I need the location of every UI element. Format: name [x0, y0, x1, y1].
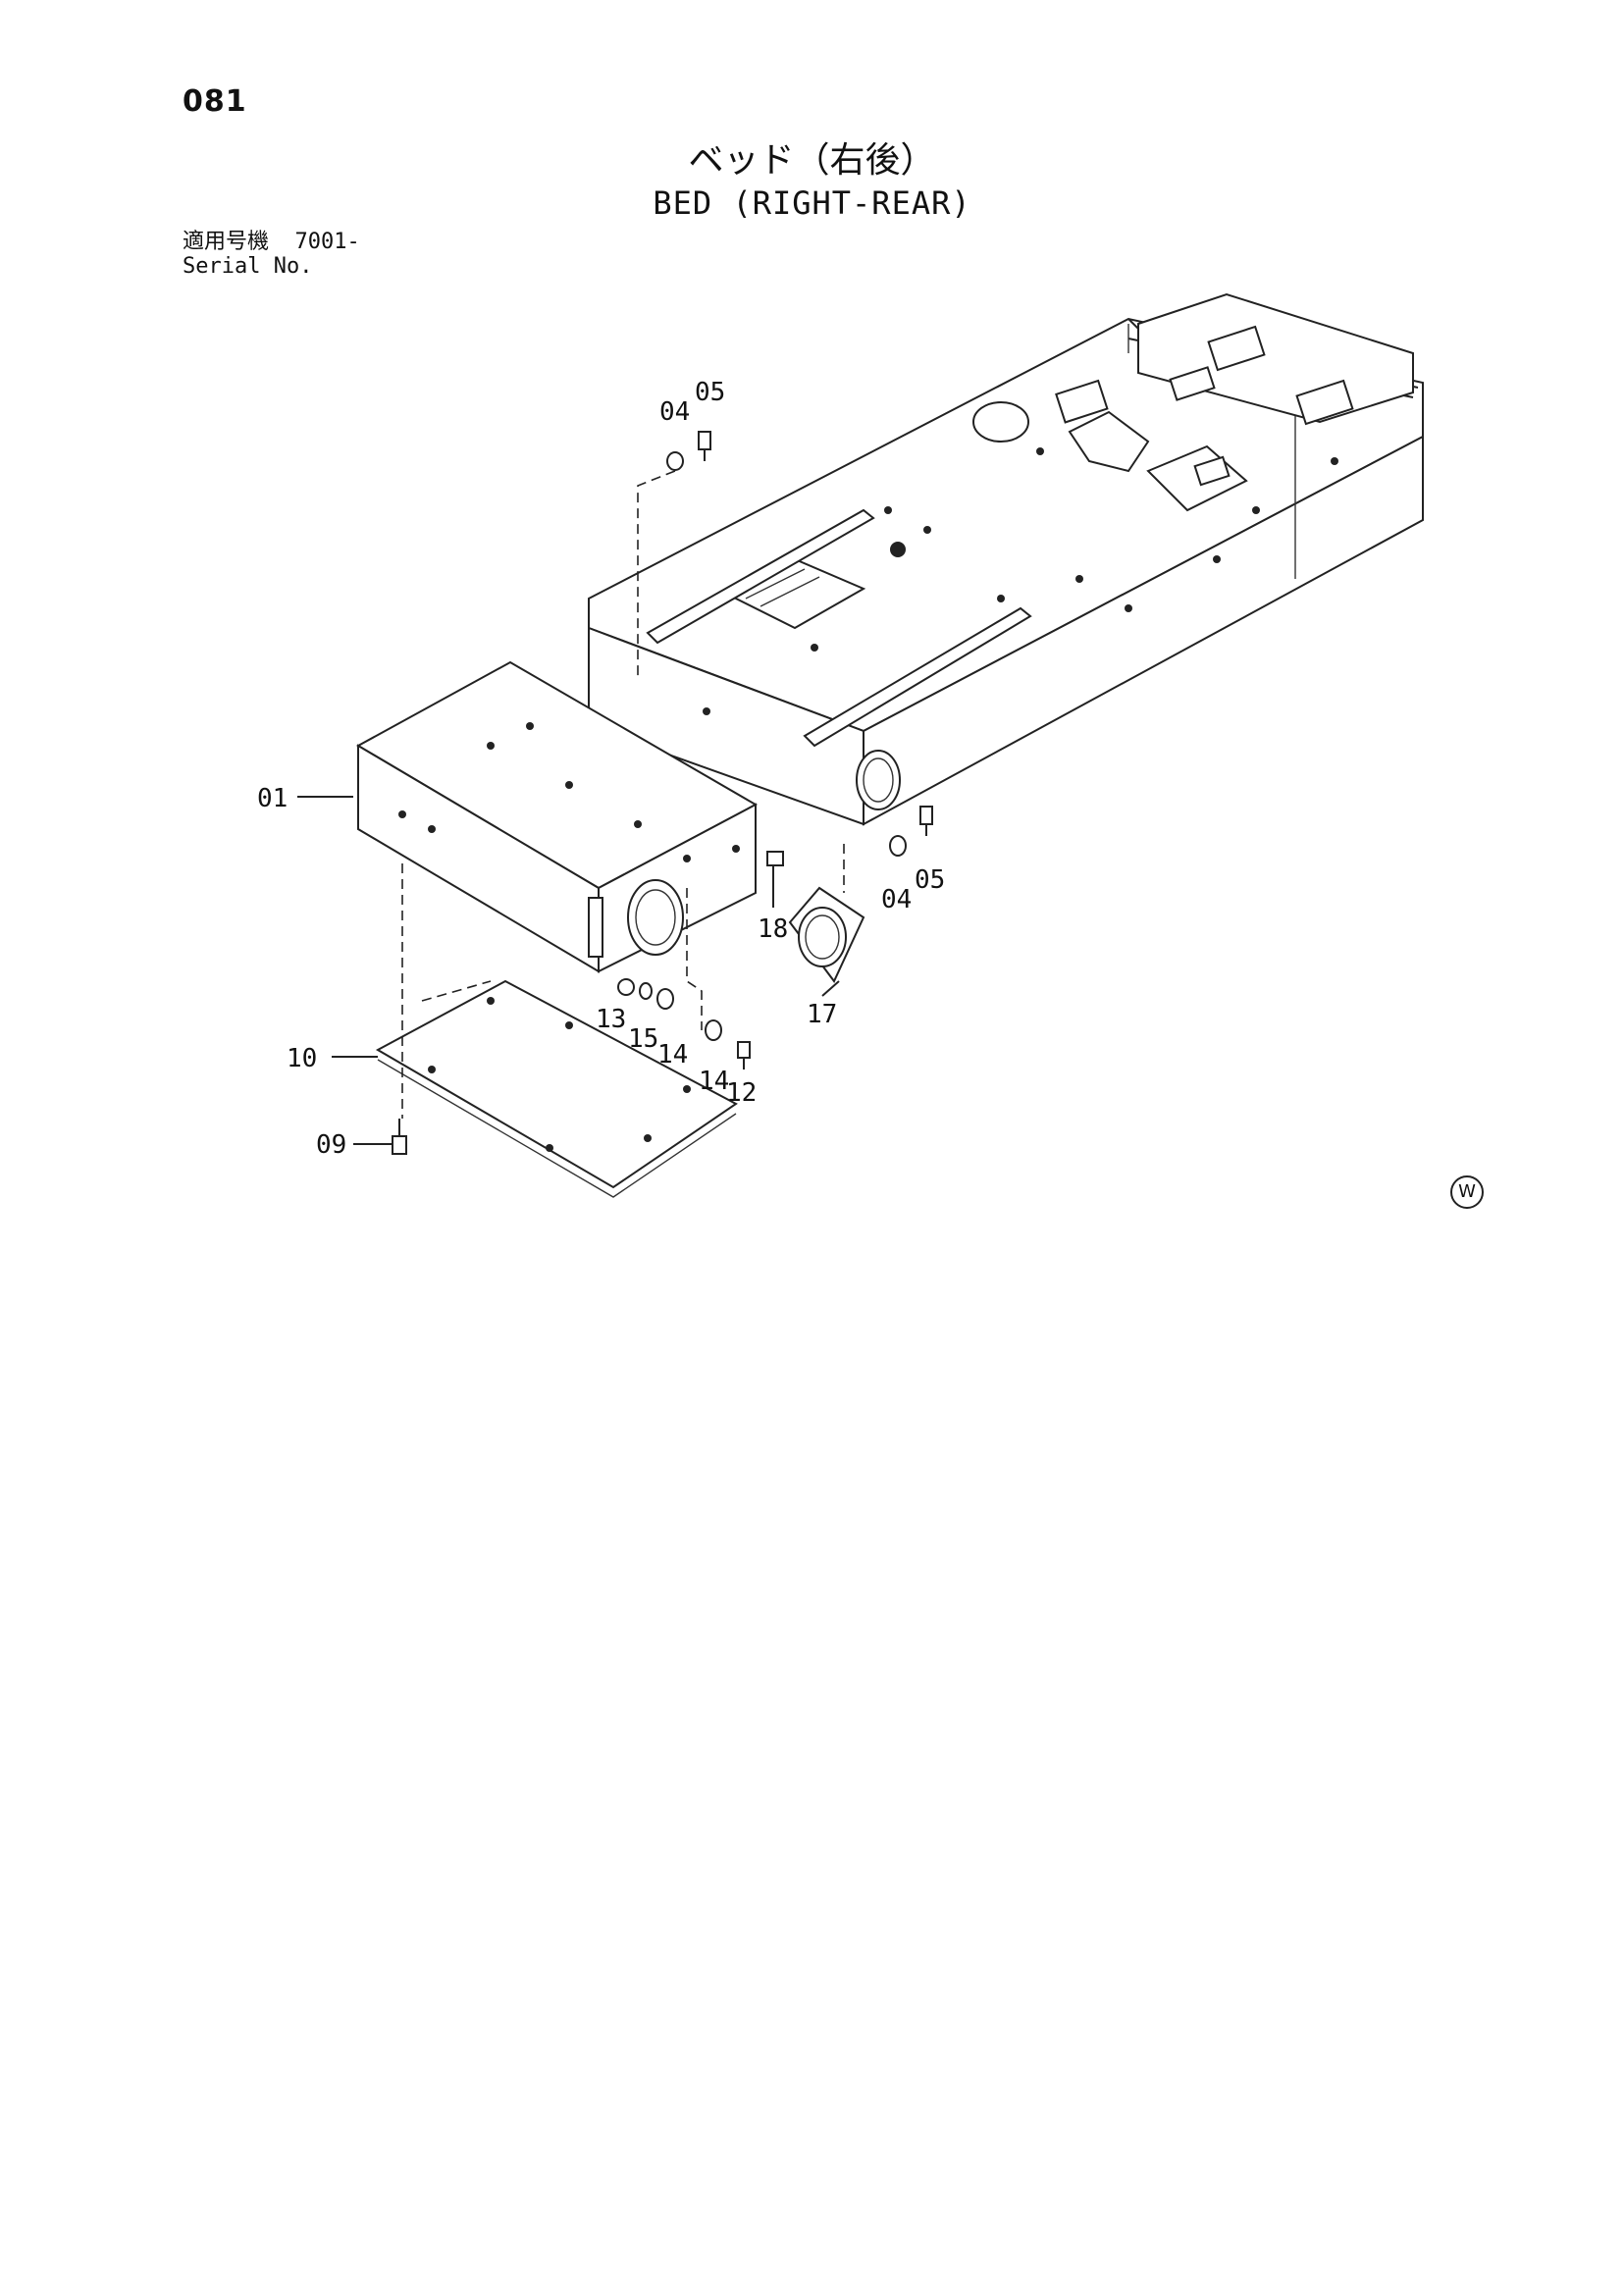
fasteners: [392, 431, 933, 1155]
callout-05-right: 05: [915, 865, 945, 895]
callout-14-right: 14: [699, 1067, 729, 1096]
serial-block: 適用号機 7001- Serial No.: [183, 230, 360, 279]
title-english: BED (RIGHT-REAR): [653, 184, 971, 222]
callout-13: 13: [596, 1005, 626, 1034]
box-cover-01: [355, 660, 759, 973]
callout-01: 01: [257, 784, 288, 813]
callout-labels: 01 04 05 04 05 09 10 12 13 14 14 15 17 1…: [257, 378, 945, 1160]
base-plate-10: [375, 979, 738, 1198]
callout-05-top: 05: [695, 378, 725, 407]
leader-lines: [297, 796, 840, 1145]
serial-value: 7001-: [294, 230, 360, 254]
callout-12: 12: [726, 1078, 757, 1108]
callout-18: 18: [758, 914, 788, 944]
bed-frame: [588, 292, 1424, 826]
callout-09: 09: [316, 1130, 346, 1160]
callout-15: 15: [628, 1024, 658, 1054]
serial-label-ja: 適用号機: [183, 230, 270, 254]
callout-10: 10: [287, 1044, 317, 1073]
serial-label-en: Serial No.: [183, 254, 313, 279]
assembly-lines: [401, 470, 845, 1119]
page-number: 081: [183, 84, 247, 119]
watermark-w-mark: W: [1450, 1175, 1484, 1209]
title-japanese: ベッド（右後）: [688, 140, 936, 181]
serial-row-ja: 適用号機 7001-: [183, 230, 360, 254]
callout-14-left: 14: [657, 1040, 688, 1070]
callout-04-right: 04: [881, 885, 912, 914]
callout-17: 17: [807, 1000, 837, 1029]
seal-plate-17: [788, 886, 865, 983]
callout-04-top: 04: [659, 397, 690, 427]
